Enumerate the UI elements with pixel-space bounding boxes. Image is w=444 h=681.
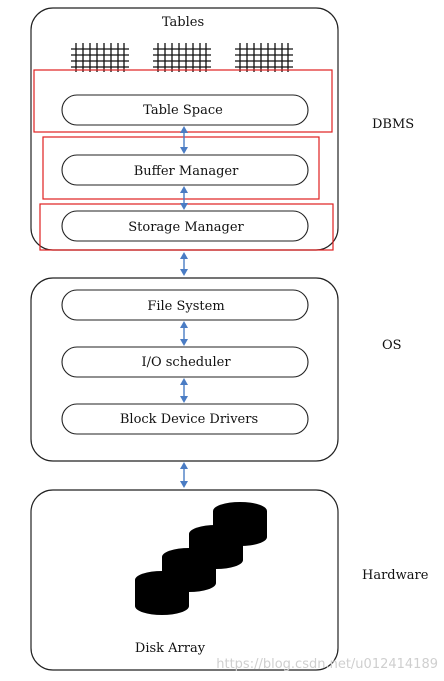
arrow-table-space-buffer [180,126,188,154]
table-space-label: Table Space [143,103,223,118]
storage-manager-box [61,210,309,242]
block-device-drivers-label: Block Device Drivers [120,412,258,427]
file-system-label: File System [147,299,224,314]
file-system-box [61,289,309,321]
dbms-layer-label: DBMS [372,117,414,132]
buffer-manager-highlight [42,136,320,200]
hardware-layer-label: Hardware [362,568,429,583]
table-grid-icon-3 [235,43,293,72]
buffer-manager-box [61,154,309,186]
arrow-dbms-os [180,252,188,276]
arrow-scheduler-drivers [180,378,188,403]
os-layer-label: OS [382,338,402,353]
disk-array-caption: Disk Array [135,641,206,656]
io-scheduler-box [61,346,309,378]
table-grid-icon-1 [71,43,129,72]
arrow-filesystem-scheduler [180,321,188,346]
table-grid-icon-2 [153,43,211,72]
arrow-buffer-storage [180,186,188,210]
block-device-drivers-box [61,403,309,435]
tables-title: Tables [162,15,204,30]
io-scheduler-label: I/O scheduler [141,355,231,370]
watermark: https://blog.csdn.net/u012414189 [216,657,438,672]
arrow-os-hardware [180,462,188,488]
buffer-manager-label: Buffer Manager [134,164,239,179]
storage-manager-label: Storage Manager [128,220,244,235]
table-space-box [61,94,309,126]
